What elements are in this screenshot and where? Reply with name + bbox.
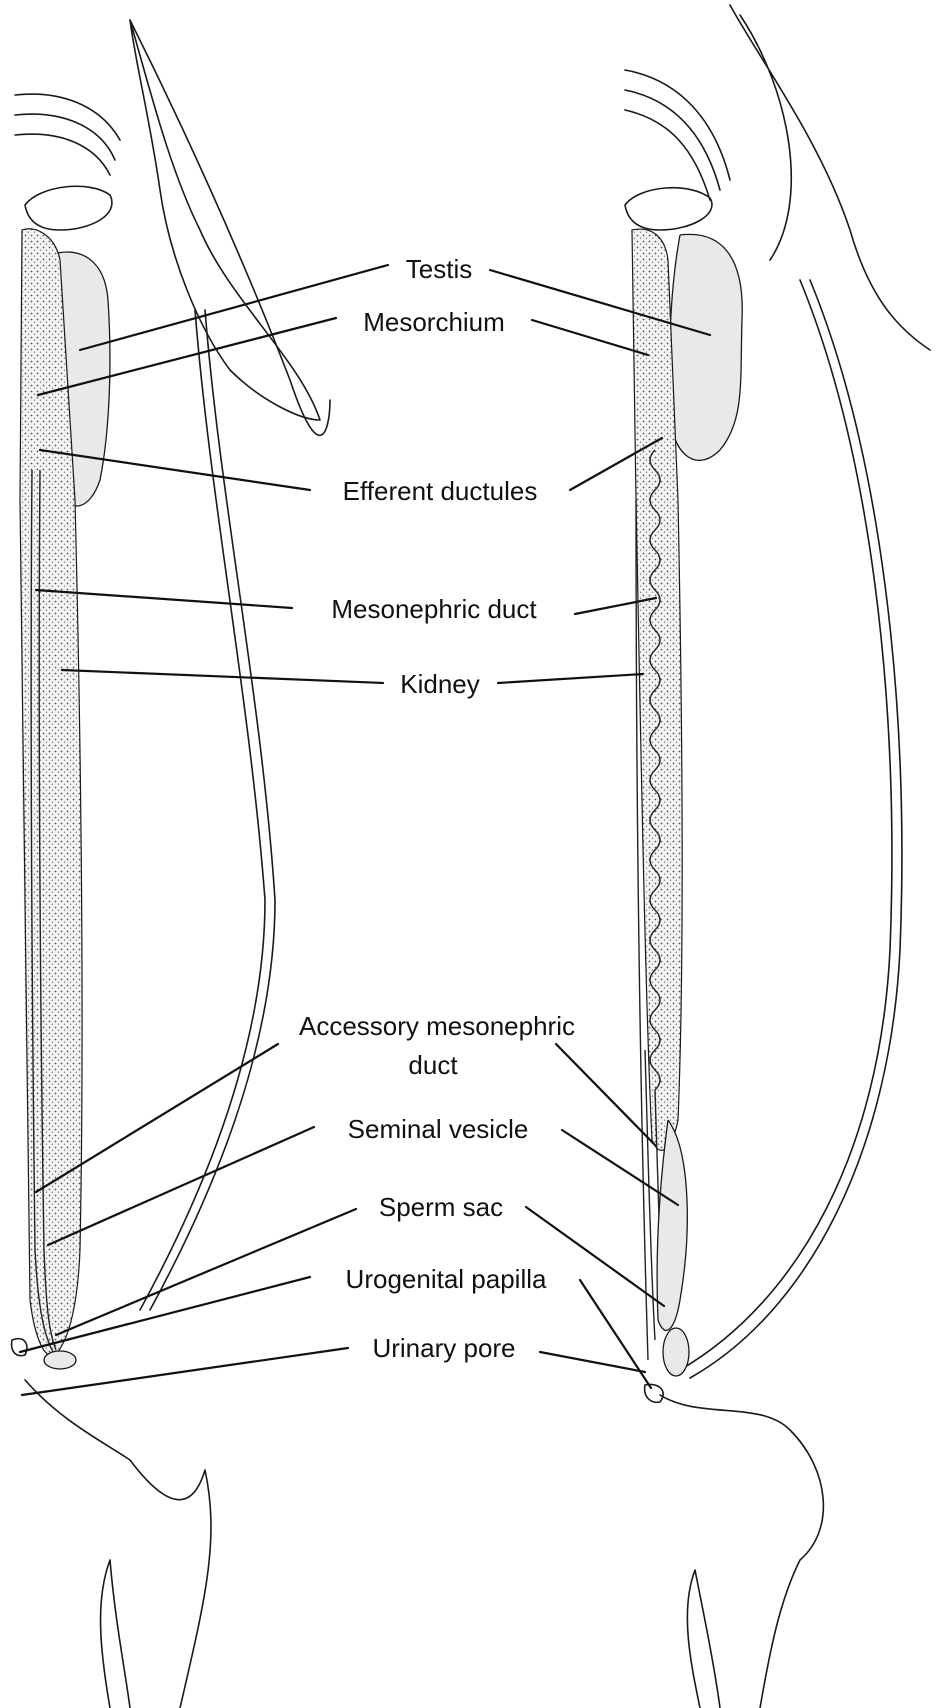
right-sperm-sac <box>663 1328 689 1376</box>
leader-kidney-left <box>62 670 383 683</box>
right-papilla <box>645 1384 664 1402</box>
right-hindlimb <box>660 1395 823 1708</box>
left-body-outline <box>130 20 320 420</box>
label-urogenital-papilla: Urogenital papilla <box>346 1264 547 1294</box>
left-sperm-sac <box>44 1351 76 1369</box>
label-seminal-vesicle: Seminal vesicle <box>348 1114 529 1144</box>
left-lateral-line <box>140 310 275 1310</box>
right-testis <box>670 234 743 460</box>
label-efferent-ductules: Efferent ductules <box>343 476 538 506</box>
label-mesonephric-duct: Mesonephric duct <box>331 594 537 624</box>
label-accessory-line1: Accessory mesonephric <box>299 1011 575 1041</box>
label-testis: Testis <box>406 254 472 284</box>
left-shoulder-lines <box>15 94 120 175</box>
left-pectoral-fin <box>130 20 330 435</box>
right-body-outline <box>730 5 930 350</box>
leader-testis-left <box>80 265 388 350</box>
label-kidney: Kidney <box>400 669 480 699</box>
leader-kidney-right <box>498 674 643 683</box>
leader-lines <box>20 265 710 1395</box>
leader-mesorchium-right <box>532 320 648 355</box>
label-sperm-sac: Sperm sac <box>379 1192 503 1222</box>
label-accessory-line2: duct <box>408 1050 458 1080</box>
right-seminal-vesicle <box>657 1120 687 1330</box>
leader-sperm-right <box>526 1207 664 1306</box>
left-papilla <box>12 1339 27 1356</box>
right-head-lobe <box>625 188 712 230</box>
leader-sperm-left <box>56 1209 356 1335</box>
right-shoulder-lines <box>625 70 730 200</box>
left-head-lobe <box>25 186 112 230</box>
left-specimen <box>12 20 330 1708</box>
right-specimen <box>625 5 930 1708</box>
label-mesorchium: Mesorchium <box>363 307 505 337</box>
left-hindlimb <box>25 1380 211 1708</box>
label-urinary-pore: Urinary pore <box>372 1333 515 1363</box>
labels: Testis Mesorchium Efferent ductules Meso… <box>299 254 575 1363</box>
